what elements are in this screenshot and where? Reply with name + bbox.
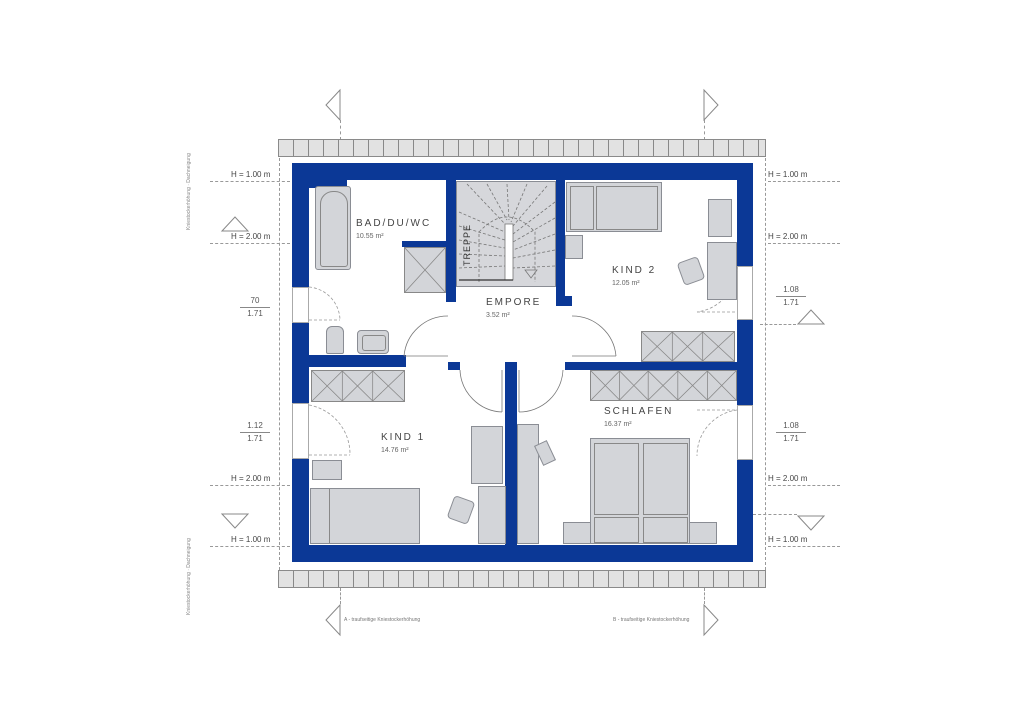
section-line-right <box>704 120 705 140</box>
section-marker-top-left-icon <box>325 88 341 122</box>
kind2-wardrobe <box>641 331 735 362</box>
left-section-arrow-up-icon <box>220 216 250 232</box>
room-area-schlafen: 16.37 m² <box>604 421 632 428</box>
left-h100-bottom: H = 1.00 m <box>231 535 271 544</box>
room-area-kind1: 14.76 m² <box>381 447 409 454</box>
wall-stair-kind2 <box>556 180 565 300</box>
right-frac-1: 1.08 1.71 <box>776 284 806 309</box>
right-section-line-top <box>760 324 796 325</box>
left-frac-2-bottom: 1.71 <box>247 434 263 443</box>
right-frac-1-top: 1.08 <box>776 284 806 297</box>
eave-line-left <box>279 158 280 570</box>
window-bad <box>292 287 309 323</box>
left-h200-bottom: H = 2.00 m <box>231 474 271 483</box>
wall-bad-stair <box>446 180 456 302</box>
outer-wall-bottom <box>292 545 753 562</box>
left-h200-top-line <box>210 243 290 244</box>
right-h200-bottom: H = 2.00 m <box>768 474 808 483</box>
kind1-shelf <box>471 426 503 484</box>
right-h100-bottom-line <box>768 546 840 547</box>
left-frac-2: 1.12 1.71 <box>240 420 270 445</box>
room-name-empore: EMPORE <box>486 297 542 308</box>
sink <box>357 330 389 354</box>
left-h100-bottom-line <box>210 546 290 547</box>
eave-line-right <box>765 158 766 570</box>
right-h200-top-line <box>768 243 840 244</box>
room-name-kind1: KIND 1 <box>381 432 426 443</box>
kind1-radiator <box>312 460 342 480</box>
kind2-desk <box>707 242 737 300</box>
section-marker-bottom-left-icon <box>325 603 341 637</box>
kind1-desk <box>478 486 506 544</box>
wall-kind2-notch <box>556 296 572 306</box>
schlafen-double-bed <box>590 438 690 544</box>
section-line-left <box>340 120 341 140</box>
left-h200-bottom-line <box>210 485 290 486</box>
left-frac-1-top: 70 <box>240 295 270 308</box>
kind2-bed <box>566 182 662 232</box>
wall-kind1-schlafen <box>505 362 517 547</box>
right-h200-top: H = 2.00 m <box>768 232 808 241</box>
shower-tray <box>404 247 446 293</box>
room-name-bad: BAD/DU/WC <box>356 218 432 229</box>
roof-strip-bottom <box>278 570 766 588</box>
left-h100-top-line <box>210 181 290 182</box>
right-frac-2-bottom: 1.71 <box>783 434 799 443</box>
kind2-shelf <box>708 199 732 237</box>
left-vertical-note-top: Kniestockerhöhung · Dachneigung <box>186 153 192 230</box>
left-frac-1-bottom: 1.71 <box>247 309 263 318</box>
right-frac-2: 1.08 1.71 <box>776 420 806 445</box>
stair-steps-icon <box>458 183 556 282</box>
right-section-arrow-down-icon <box>796 515 826 531</box>
section-line-bottom-right <box>704 588 705 604</box>
right-h100-top: H = 1.00 m <box>768 170 808 179</box>
kind2-radiator <box>565 235 583 259</box>
section-note-left: A - traufseitige Kniestockerhöhung <box>344 617 421 623</box>
outer-wall-right <box>737 163 753 562</box>
kind1-bed <box>310 488 420 544</box>
section-marker-top-right-icon <box>703 88 719 122</box>
schlafen-desk <box>517 424 539 544</box>
right-h100-bottom: H = 1.00 m <box>768 535 808 544</box>
right-frac-2-top: 1.08 <box>776 420 806 433</box>
toilet <box>326 326 344 354</box>
roof-strip-top <box>278 139 766 157</box>
section-note-right: B - traufseitige Kniestockerhöhung <box>613 617 690 623</box>
staircase <box>456 181 556 287</box>
left-h200-top: H = 2.00 m <box>231 232 271 241</box>
room-area-empore: 3.52 m² <box>486 312 510 319</box>
right-section-arrow-up-icon <box>796 309 826 325</box>
outer-wall-top <box>292 163 753 180</box>
right-section-line-bottom <box>753 514 797 515</box>
right-h200-bottom-line <box>768 485 840 486</box>
room-area-bad: 10.55 m² <box>356 233 384 240</box>
bathtub <box>315 186 351 270</box>
section-line-bottom-left <box>340 588 341 604</box>
left-vertical-note-bottom: Kniestockerhöhung · Dachneigung <box>186 538 192 615</box>
room-area-kind2: 12.05 m² <box>612 280 640 287</box>
window-kind2 <box>737 266 753 320</box>
room-name-kind2: KIND 2 <box>612 265 657 276</box>
left-h100-top: H = 1.00 m <box>231 170 271 179</box>
left-section-arrow-down-icon <box>220 513 250 529</box>
left-frac-2-top: 1.12 <box>240 420 270 433</box>
window-kind1 <box>292 403 309 459</box>
wall-bad-top-notch <box>309 180 347 188</box>
section-marker-bottom-right-icon <box>703 603 719 637</box>
outer-wall-left <box>292 163 309 562</box>
window-schlafen <box>737 405 753 460</box>
schlafen-wardrobe <box>590 370 737 401</box>
wall-bad-shower <box>402 241 446 247</box>
right-frac-1-bottom: 1.71 <box>783 298 799 307</box>
wall-horizontal-right <box>565 362 737 370</box>
wall-horizontal-mid <box>448 362 460 370</box>
room-name-schlafen: SCHLAFEN <box>604 406 674 417</box>
kind1-wardrobe <box>311 370 405 402</box>
left-frac-1: 70 1.71 <box>240 295 270 320</box>
right-h100-top-line <box>768 181 840 182</box>
wall-horizontal-left <box>309 355 406 367</box>
